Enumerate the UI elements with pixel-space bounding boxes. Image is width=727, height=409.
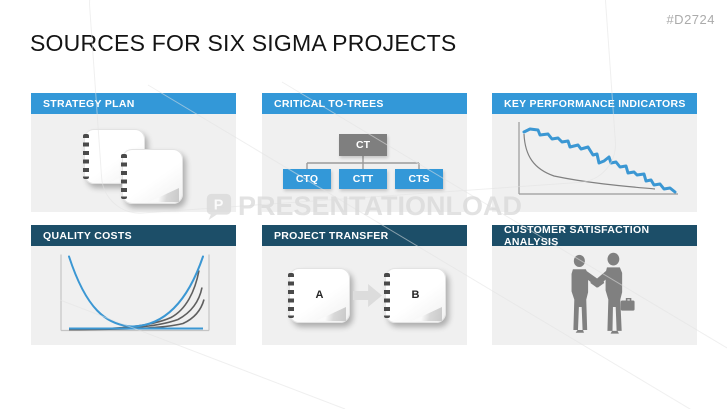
quality-costs-chart [60, 254, 210, 332]
notepad-a-label: A [315, 288, 324, 301]
tree-child-box-cts: CTS [395, 169, 443, 189]
panel-critical-to-trees-header: CRITICAL TO-TREES [262, 93, 467, 114]
notepad-a-icon: A [288, 268, 350, 323]
tree-root-box: CT [339, 134, 387, 156]
panel-critical-to-trees-body: CT CTQ CTT CTS [262, 114, 467, 212]
panel-key-performance-indicators: KEY PERFORMANCE INDICATORS [492, 93, 697, 212]
tree-child-box-ctt: CTT [339, 169, 387, 189]
slide-id-label: #D2724 [666, 12, 715, 27]
panel-strategy-plan-header: STRATEGY PLAN [31, 93, 236, 114]
panel-quality-costs-header: QUALITY COSTS [31, 225, 236, 246]
kpi-stepped-line [522, 127, 677, 194]
kpi-line-chart [518, 122, 678, 195]
panel-strategy-plan: STRATEGY PLAN [31, 93, 236, 212]
panel-strategy-plan-body [31, 114, 236, 212]
panel-project-transfer-body: A B [262, 246, 467, 345]
tree-child-box-ctq: CTQ [283, 169, 331, 189]
notepad-icon [121, 149, 183, 204]
transfer-arrow-icon [353, 284, 382, 307]
notepad-b-icon: B [384, 268, 446, 323]
slide-title: SOURCES FOR SIX SIGMA PROJECTS [30, 30, 457, 56]
kpi-trend-curve [523, 133, 656, 190]
cost-curve-low [68, 299, 205, 331]
panel-critical-to-trees: CRITICAL TO-TREES CT CTQ CTT CTS [262, 93, 467, 212]
panel-kpi-body [492, 114, 697, 212]
panel-customer-satisfaction: CUSTOMER SATISFACTION ANALYSIS [492, 224, 697, 345]
panel-project-transfer-header: PROJECT TRANSFER [262, 225, 467, 246]
panel-customer-satisfaction-body [492, 246, 697, 345]
tree-connector-lines [306, 156, 420, 169]
notepad-b-label: B [411, 288, 420, 301]
panel-kpi-header: KEY PERFORMANCE INDICATORS [492, 93, 697, 114]
panel-quality-costs: QUALITY COSTS [31, 225, 236, 345]
handshake-silhouette-icon [571, 252, 635, 334]
panel-quality-costs-body [31, 246, 236, 345]
panel-customer-satisfaction-header: CUSTOMER SATISFACTION ANALYSIS [492, 224, 697, 248]
panel-project-transfer: PROJECT TRANSFER A B [262, 225, 467, 345]
